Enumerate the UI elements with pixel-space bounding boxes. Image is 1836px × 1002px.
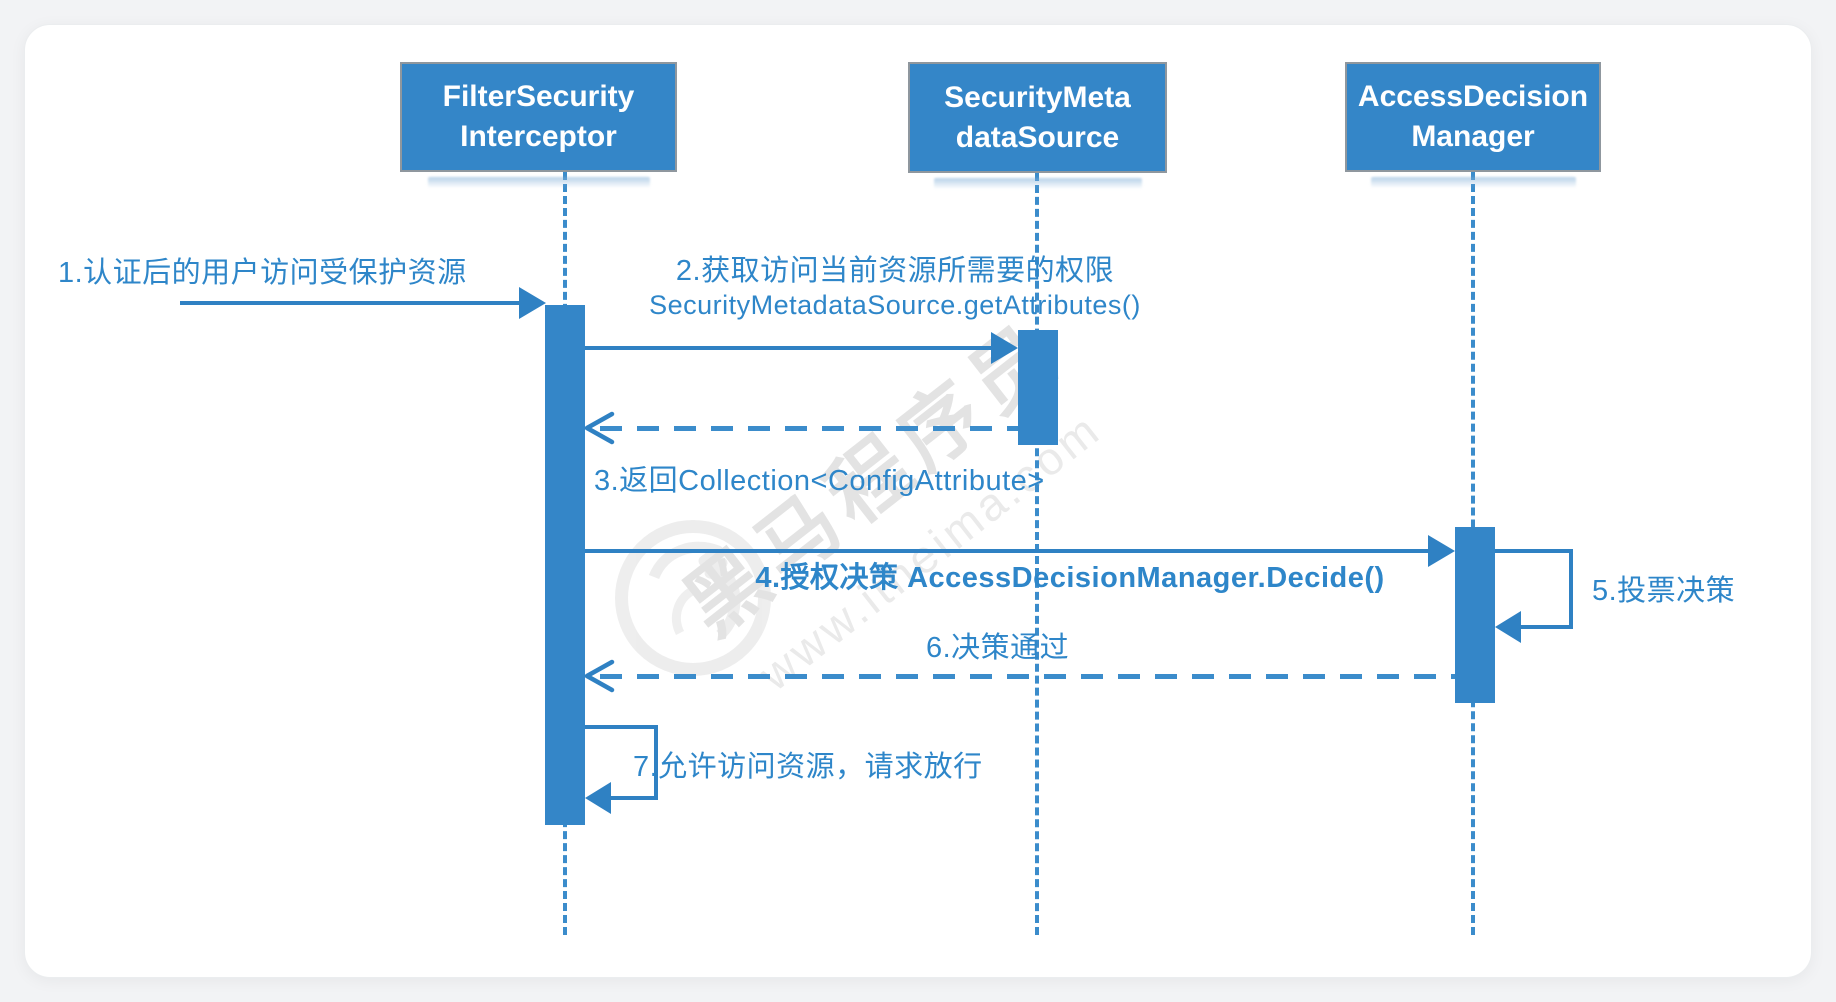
- participant-reflection: [1371, 177, 1576, 188]
- message-5-loop-bottom-line: [1521, 625, 1573, 629]
- message-7-label: 7.允许访问资源，请求放行: [633, 751, 983, 783]
- message-2-label-line2: SecurityMetadataSource.getAttributes(): [649, 290, 1141, 320]
- message-1-arrowhead-icon: [519, 287, 546, 319]
- message-3-label: 3.返回Collection<ConfigAttribute>: [594, 465, 1045, 497]
- activation-bar-securitymetadatasource: [1018, 330, 1058, 445]
- message-6-label: 6.决策通过: [926, 632, 1070, 664]
- message-6-arrowhead-icon: [584, 659, 615, 693]
- message-5-label: 5.投票决策: [1592, 575, 1736, 607]
- message-5-arrowhead-icon: [1495, 611, 1521, 643]
- activation-bar-filtersecurityinterceptor: [545, 305, 585, 825]
- message-2-label-line1: 2.获取访问当前资源所需要的权限: [675, 255, 1115, 287]
- lifeline-securitymetadatasource: [1035, 173, 1039, 935]
- message-7-loop-right-line: [654, 725, 658, 800]
- message-2-line: [585, 346, 992, 350]
- participant-label-line1: AccessDecision: [1357, 80, 1589, 113]
- message-7-loop-top-line: [585, 725, 658, 729]
- message-2-return-line: [600, 426, 1018, 431]
- watermark-logo-icon: [615, 520, 771, 676]
- message-5-loop-top-line: [1495, 549, 1573, 553]
- message-4-line: [585, 549, 1429, 553]
- message-1-line: [180, 301, 520, 305]
- message-6-line: [600, 674, 1455, 679]
- participant-label-line1: FilterSecurity: [442, 80, 635, 113]
- participant-box-securitymetadatasource: SecurityMeta dataSource: [908, 62, 1167, 173]
- participant-label-line2: Manager: [1411, 120, 1535, 153]
- message-5-loop-right-line: [1569, 549, 1573, 627]
- participant-reflection: [428, 177, 650, 188]
- message-2-arrowhead-icon: [991, 332, 1018, 364]
- participant-box-accessdecisionmanager: AccessDecision Manager: [1345, 62, 1601, 172]
- message-4-arrowhead-icon: [1428, 535, 1455, 567]
- message-1-label: 1.认证后的用户访问受保护资源: [58, 257, 467, 289]
- participant-label-line1: SecurityMeta: [944, 80, 1131, 114]
- activation-bar-accessdecisionmanager: [1455, 527, 1495, 703]
- message-7-loop-bottom-line: [611, 796, 658, 800]
- message-4-label: 4.授权决策 AccessDecisionManager.Decide(): [755, 562, 1385, 594]
- message-2-label: 2.获取访问当前资源所需要的权限 SecurityMetadataSource.…: [555, 254, 1235, 322]
- participant-box-filtersecurityinterceptor: FilterSecurity Interceptor: [400, 62, 677, 172]
- message-2-return-arrowhead-icon: [584, 411, 615, 445]
- participant-reflection: [934, 178, 1142, 189]
- participant-label-line2: dataSource: [955, 120, 1120, 154]
- message-7-arrowhead-icon: [585, 782, 611, 814]
- participant-label-line2: Interceptor: [460, 120, 617, 153]
